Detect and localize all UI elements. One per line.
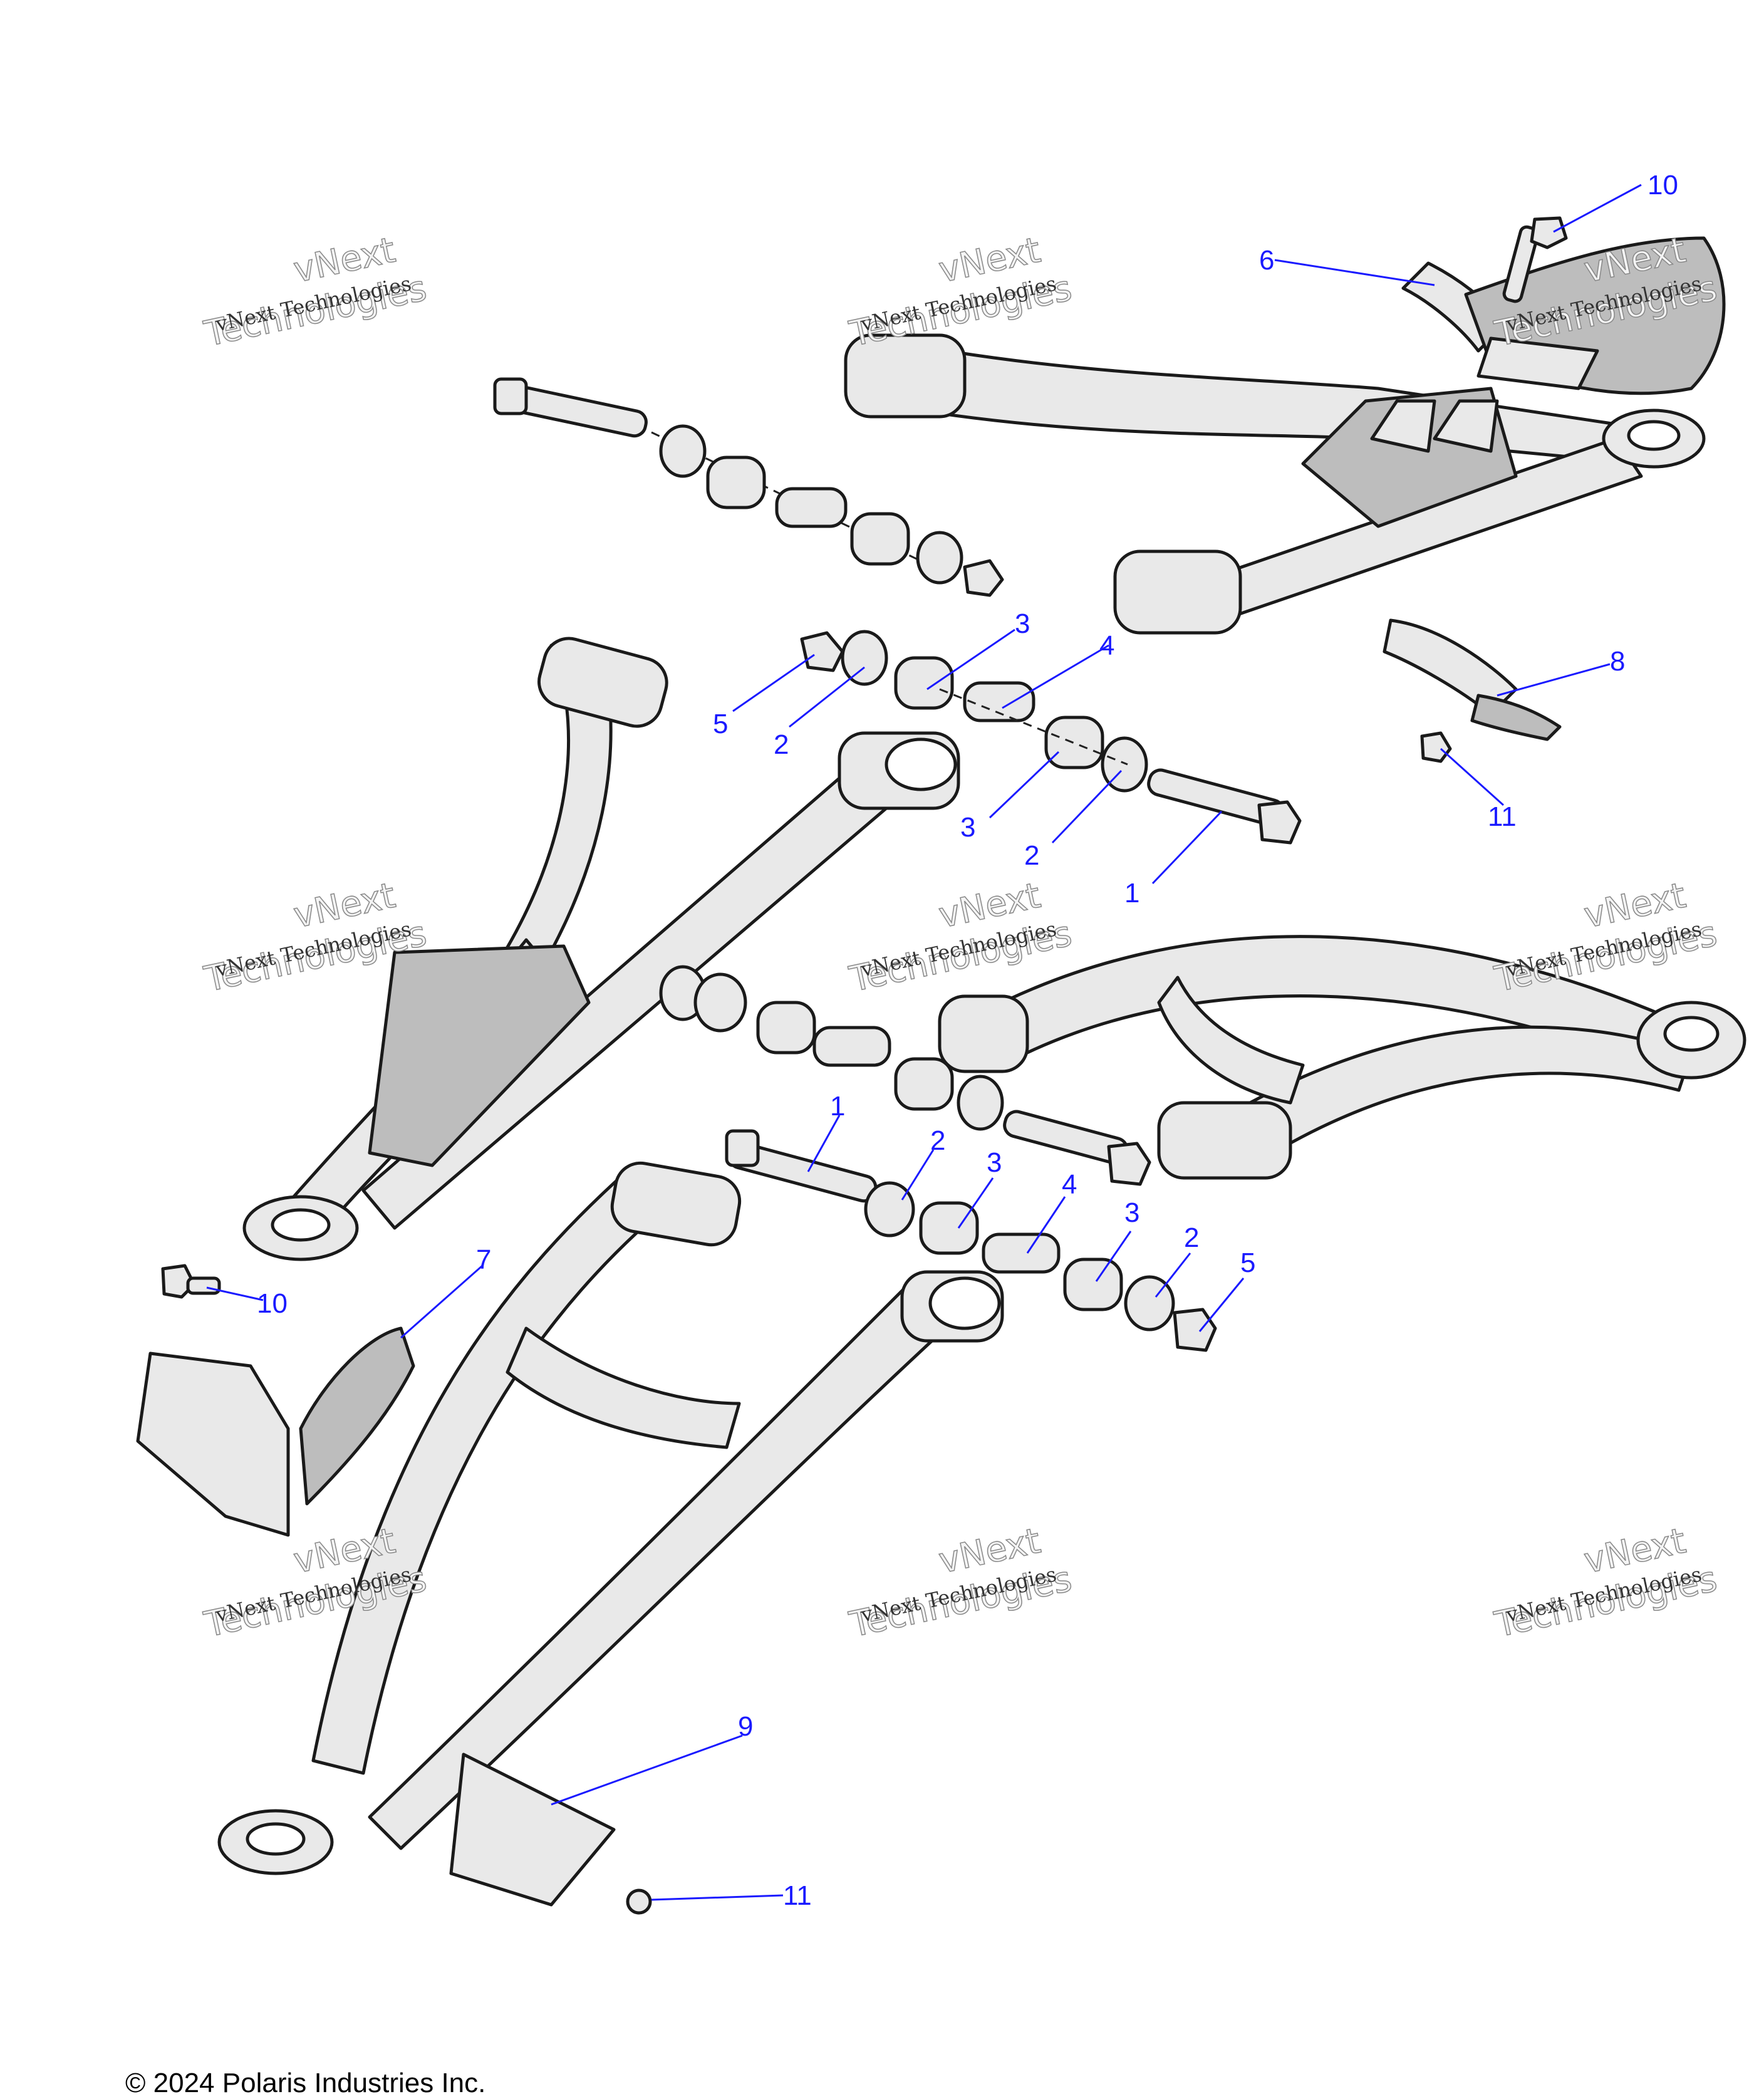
lower-hardware-upper-row bbox=[659, 965, 1151, 1186]
callout-2-d: 2 bbox=[1184, 1222, 1199, 1253]
middle-hardware bbox=[800, 630, 1302, 845]
callout-1-b: 1 bbox=[830, 1091, 845, 1122]
callout-10-top: 10 bbox=[1647, 170, 1678, 201]
callout-7: 7 bbox=[476, 1244, 491, 1275]
nut-11-upper bbox=[1420, 731, 1452, 763]
guard-plate-8 bbox=[1383, 618, 1562, 741]
callout-8: 8 bbox=[1610, 646, 1625, 677]
callout-labels: 10 6 3 4 8 5 2 11 3 2 1 1 2 3 4 3 2 5 10… bbox=[257, 170, 1678, 1911]
guard-plate-6 bbox=[1401, 236, 1726, 395]
callout-3-b: 3 bbox=[960, 812, 975, 843]
callout-10-bottom: 10 bbox=[257, 1288, 288, 1319]
copyright-notice: © 2024 Polaris Industries Inc. bbox=[125, 2068, 486, 2098]
callout-11-top: 11 bbox=[1488, 801, 1517, 832]
watermark: vNext Technologies vNext Technologies bbox=[200, 229, 430, 355]
watermark: vNext Technologies vNext Technologies bbox=[845, 229, 1076, 355]
guard-plate-7 bbox=[136, 1326, 415, 1537]
lower-a-arm-left bbox=[217, 1161, 1004, 1875]
callout-2-c: 2 bbox=[930, 1125, 945, 1156]
leader-lines bbox=[206, 184, 1642, 1901]
callout-4-a: 4 bbox=[1099, 630, 1114, 661]
watermark: vNext Technologies vNext Technologies bbox=[1490, 875, 1721, 1001]
callout-9: 9 bbox=[738, 1711, 753, 1742]
watermark: vNext Technologies vNext Technologies bbox=[1490, 1520, 1721, 1646]
callout-2-a: 2 bbox=[774, 729, 789, 760]
upper-a-arm-left bbox=[242, 637, 960, 1261]
lower-hardware-lower-row bbox=[725, 1129, 1217, 1352]
nut-11-lower bbox=[626, 1888, 652, 1915]
lower-a-arm-right bbox=[938, 935, 1746, 1180]
guard-plate-9 bbox=[449, 1753, 616, 1907]
callout-3-d: 3 bbox=[1124, 1197, 1139, 1228]
bolt-10-lower bbox=[161, 1264, 221, 1299]
callout-4-b: 4 bbox=[1062, 1169, 1077, 1200]
callout-1-a: 1 bbox=[1124, 878, 1139, 909]
watermark: vNext Technologies vNext Technologies bbox=[845, 875, 1076, 1001]
callout-11-bottom: 11 bbox=[783, 1880, 812, 1911]
upper-a-arm-top bbox=[844, 333, 1706, 635]
callout-3-c: 3 bbox=[987, 1147, 1002, 1178]
callout-6: 6 bbox=[1259, 245, 1274, 276]
callout-2-b: 2 bbox=[1024, 840, 1039, 871]
callout-3-a: 3 bbox=[1015, 608, 1030, 639]
watermark: vNext Technologies vNext Technologies bbox=[845, 1520, 1076, 1646]
upper-arm-hardware bbox=[493, 377, 1004, 597]
bolt-10-upper bbox=[1502, 216, 1568, 303]
callout-5-a: 5 bbox=[713, 709, 728, 739]
callout-5-b: 5 bbox=[1240, 1247, 1255, 1278]
